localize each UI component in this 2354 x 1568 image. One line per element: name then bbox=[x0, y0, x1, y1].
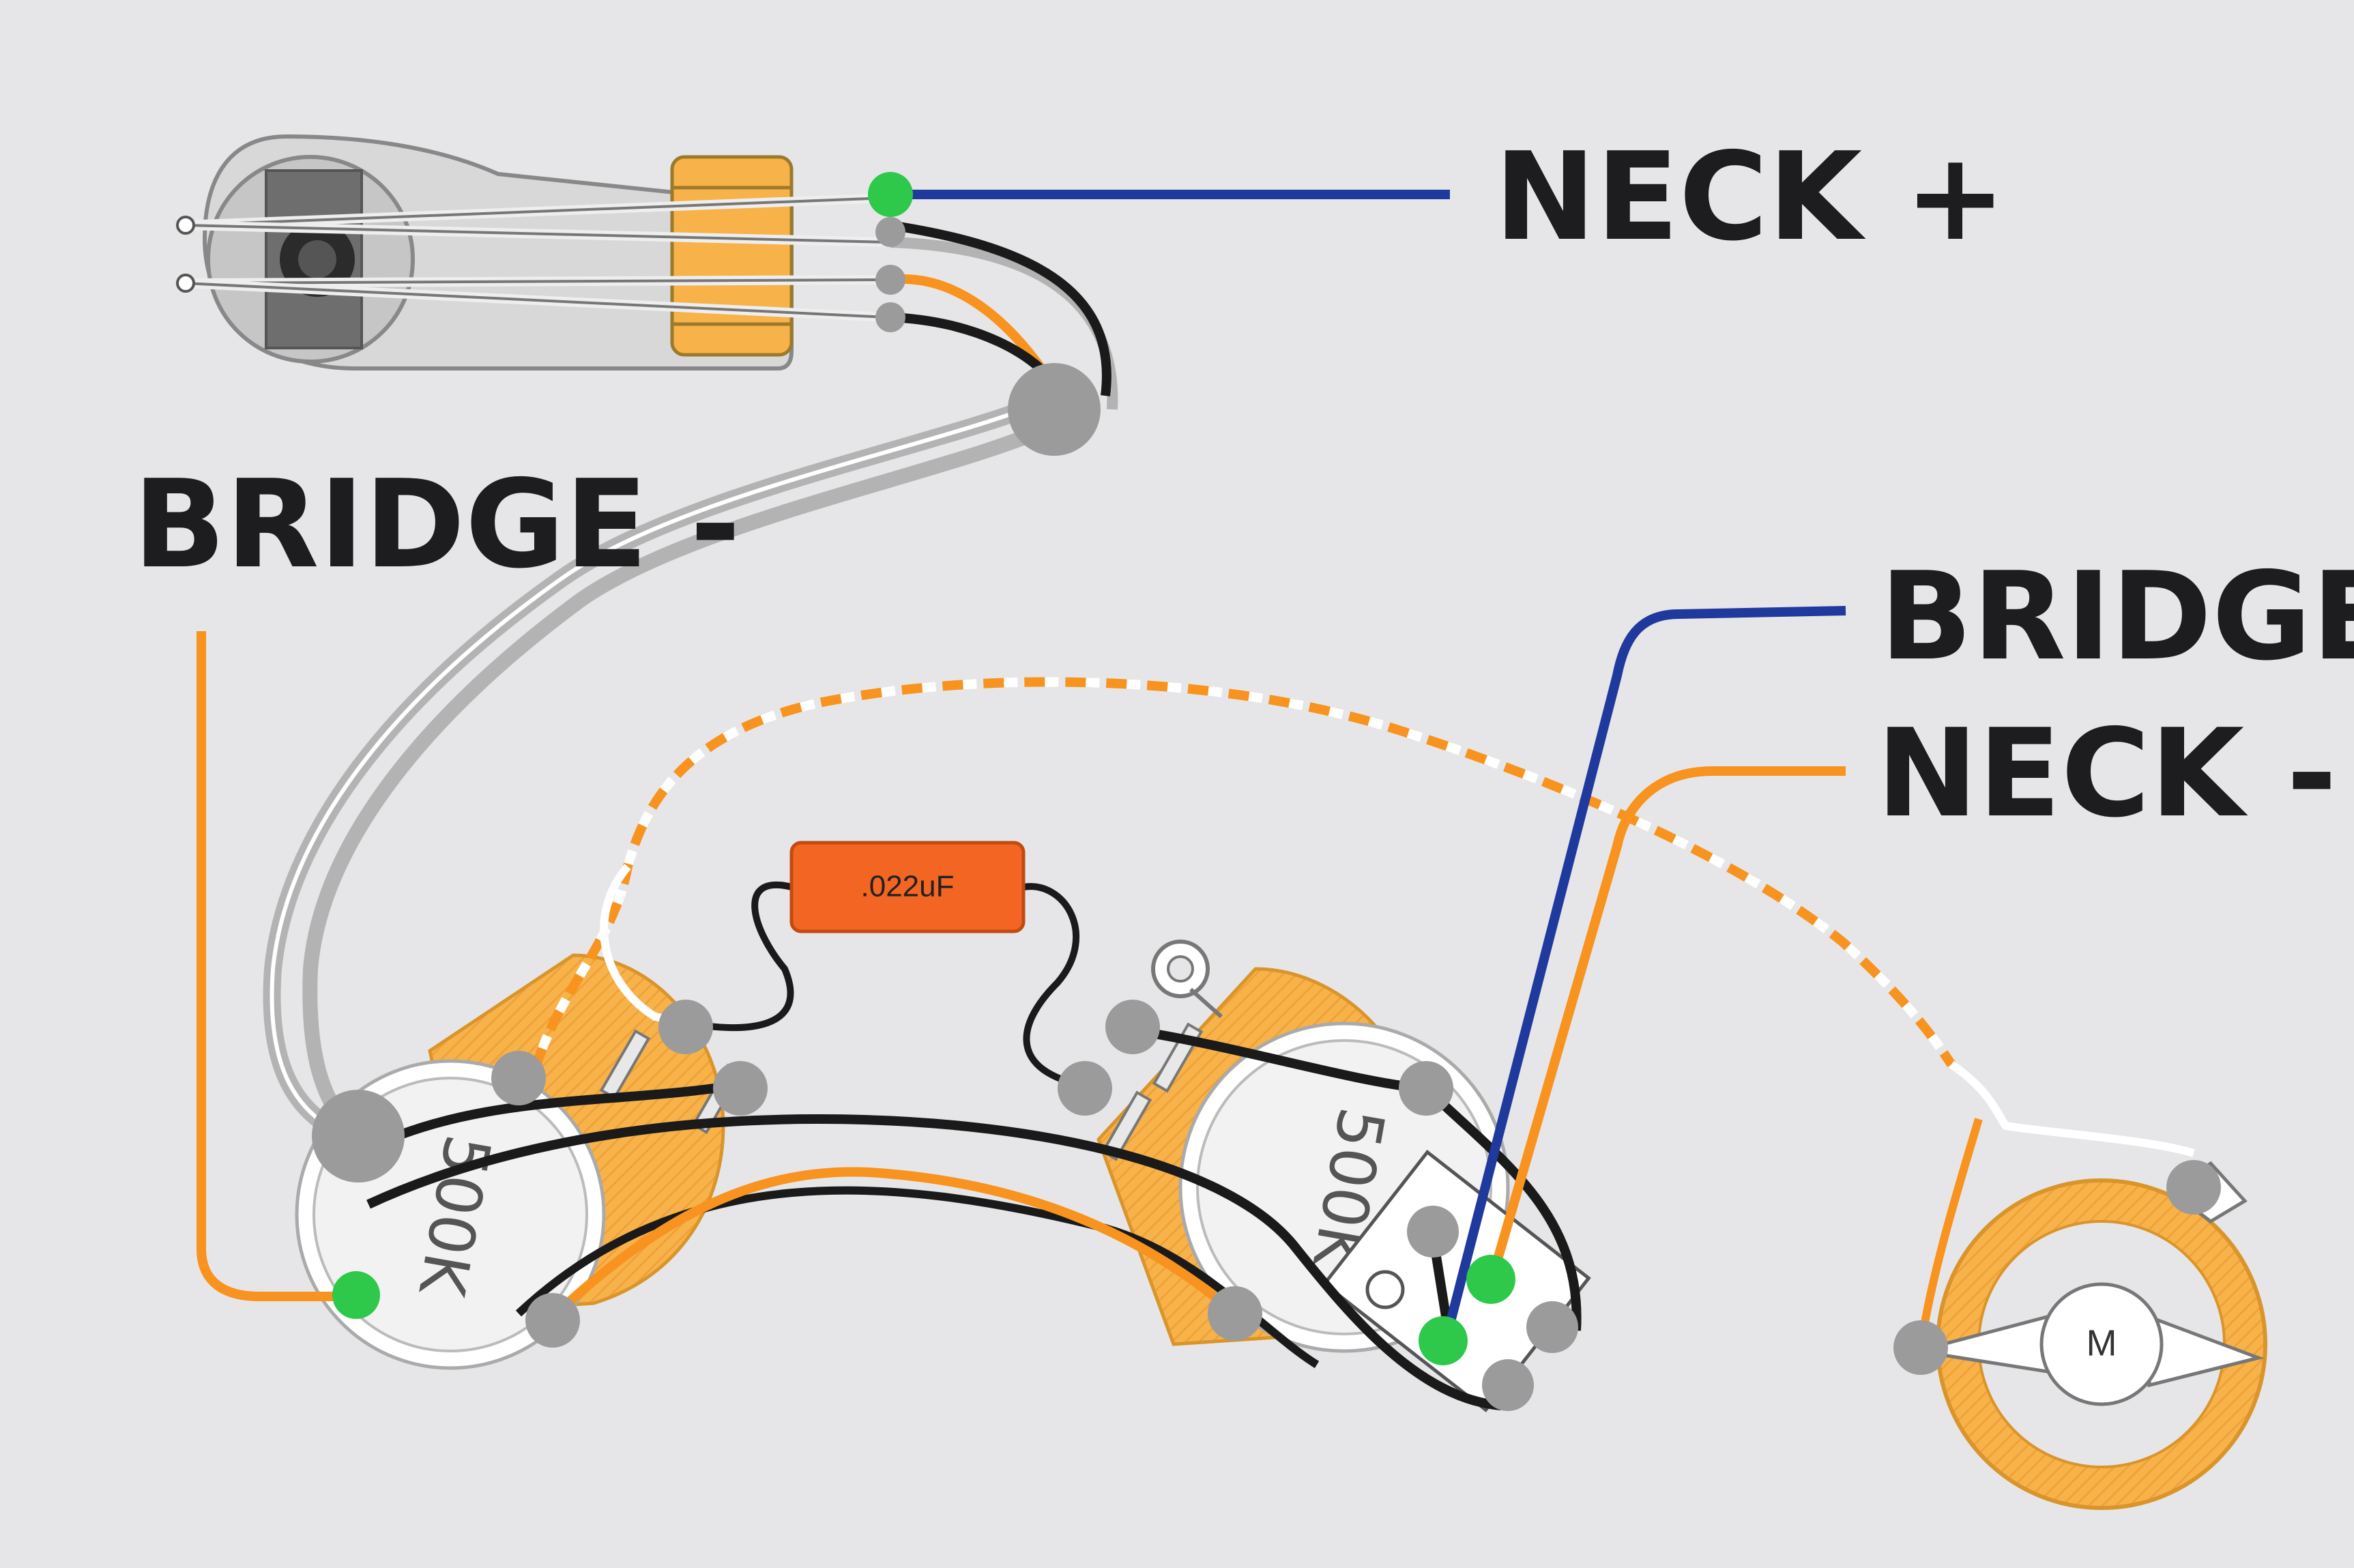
label-neck-plus: NECK + bbox=[1494, 126, 2006, 267]
solder-bridge-minus bbox=[332, 1271, 380, 1319]
capacitor-value: .022uF bbox=[861, 870, 955, 903]
pickup bbox=[176, 134, 888, 371]
capacitor: .022uF bbox=[789, 841, 1026, 933]
output-jack-marker: M bbox=[2087, 1322, 2117, 1363]
solder-junction-bottom bbox=[312, 1090, 405, 1182]
label-bridge-plus: BRIDGE + bbox=[1880, 546, 2354, 687]
twisted-pair-wire bbox=[531, 677, 2195, 1348]
capacitor-lead-left bbox=[688, 881, 794, 1031]
solder-junction-top bbox=[1008, 363, 1101, 456]
black-wire-vol-tone bbox=[355, 1080, 738, 1158]
output-jack: M bbox=[1917, 1161, 2267, 1510]
neck-minus-wire bbox=[1486, 766, 1846, 1284]
solder-neck-minus bbox=[1466, 1255, 1515, 1304]
bridge-minus-wire bbox=[197, 631, 355, 1301]
solder-joints bbox=[312, 172, 2221, 1411]
bridge-plus-wire bbox=[1442, 606, 1846, 1339]
orange-wire-vol-tone bbox=[549, 1167, 1238, 1321]
capacitor-lead-right bbox=[1023, 883, 1083, 1088]
black-wire-ground bbox=[366, 1114, 1502, 1410]
label-neck-minus: NECK - bbox=[1876, 703, 2337, 844]
label-bridge-minus: BRIDGE - bbox=[133, 454, 740, 595]
shielded-cable bbox=[263, 388, 1062, 1148]
solder-bridge-plus bbox=[1419, 1316, 1468, 1365]
solder-neck-plus bbox=[868, 172, 913, 217]
pickup-lead-black bbox=[889, 220, 1111, 396]
